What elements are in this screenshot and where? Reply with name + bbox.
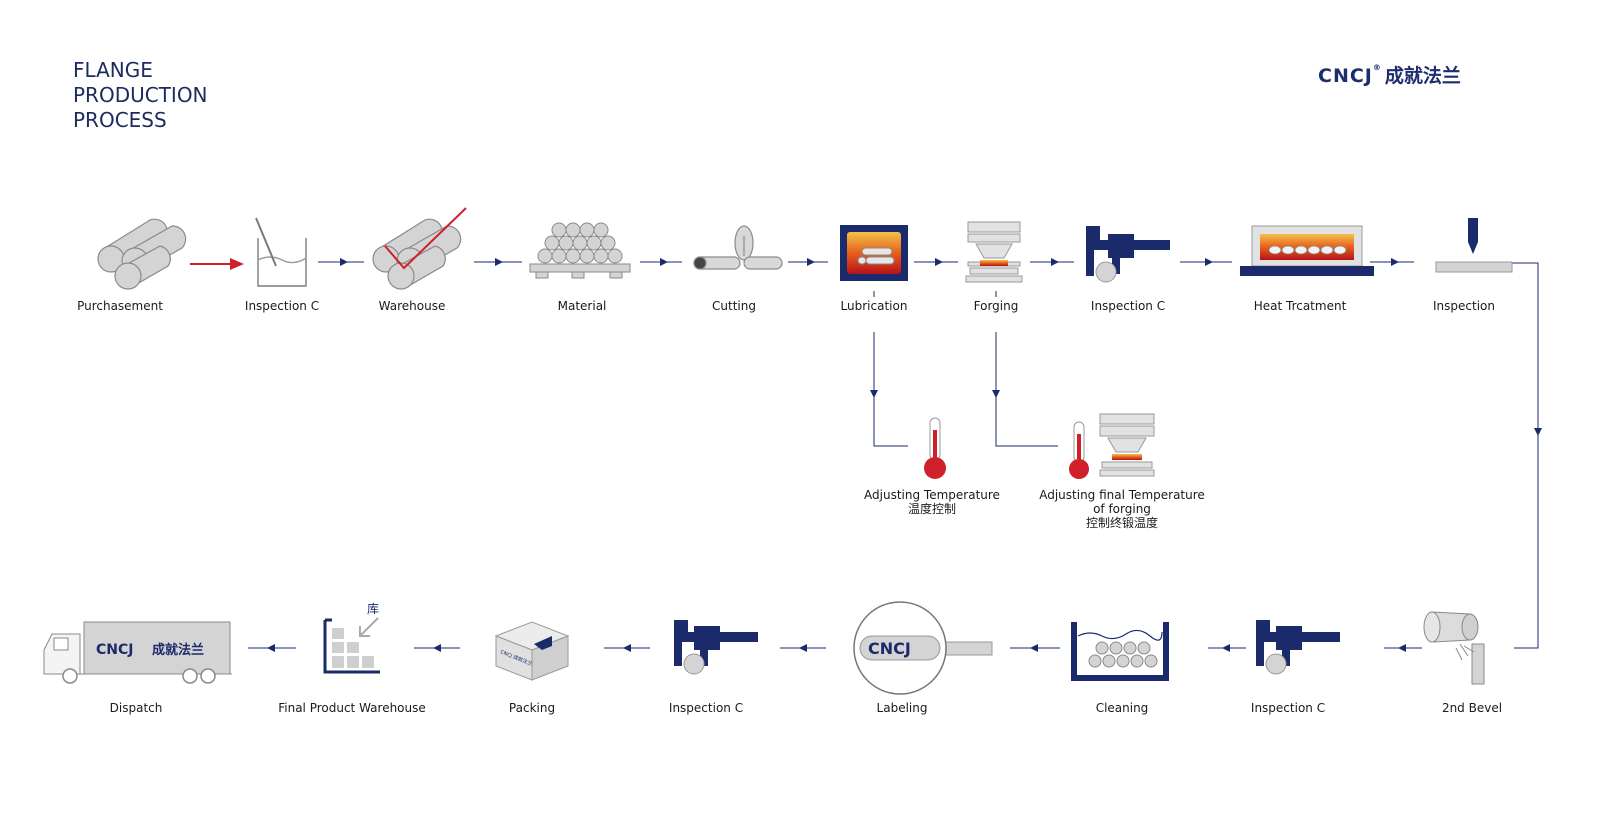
- forging-press-icon: [965, 221, 1023, 283]
- warehouse-grid-icon: 库: [323, 601, 380, 674]
- branch-label-final-temperature: Adjusting final Temperature of forging 控…: [1012, 488, 1232, 530]
- thermometer-icon: [924, 417, 946, 479]
- caliper-icon: [1086, 226, 1170, 283]
- arrow-warehouse-to-dispatch: [248, 644, 296, 652]
- step-label-labeling: Labeling: [876, 701, 928, 715]
- step-label-packing: Packing: [508, 701, 556, 715]
- arrow-cleaning-to-labeling: [1010, 644, 1060, 652]
- step-label-cutting: Cutting: [712, 299, 756, 313]
- beaker-icon: [255, 217, 307, 287]
- labeling-brand: CNCJ: [868, 639, 911, 658]
- saw-icon: [693, 225, 783, 270]
- bottom-row-arrows: [248, 644, 1422, 652]
- step-label-material: Material: [557, 299, 607, 313]
- arrow-labeling-to-inspection: [780, 644, 826, 652]
- truck-icon: CNCJ 成就法兰: [43, 621, 232, 684]
- branch-label-temperature-cn: 温度控制: [907, 502, 956, 516]
- step-label-inspection-c-4: Inspection C: [1250, 701, 1326, 715]
- cleaning-tank-icon: [1071, 622, 1169, 681]
- branch-label-temperature-en: Adjusting Temperature: [864, 488, 1000, 502]
- title-line-2: PRODUCTION: [73, 83, 208, 107]
- box-icon: CNCJ 成就法兰: [494, 621, 570, 681]
- arrow-packing-to-warehouse: [414, 644, 460, 652]
- branch-label-final-temperature-cn: 控制终锻温度: [1085, 516, 1158, 530]
- title-line-3: PROCESS: [73, 108, 167, 132]
- branch-connectors: [870, 291, 1058, 447]
- labeling-icon: CNCJ: [853, 601, 993, 695]
- arrow-cutting-to-lubrication: [788, 258, 828, 266]
- step-label-forging: Forging: [973, 299, 1019, 313]
- logo-chinese: 成就法兰: [1384, 65, 1461, 87]
- step-label-inspection-c-2: Inspection C: [1090, 299, 1166, 313]
- page-title: FLANGE PRODUCTION PROCESS: [73, 58, 208, 133]
- branch-label-temperature: Adjusting Temperature 温度控制: [842, 488, 1022, 516]
- arrow-inspection-to-packing: [604, 644, 650, 652]
- material-stack-icon: [529, 222, 631, 279]
- arrow-heat-to-inspection: [1370, 258, 1414, 266]
- step-label-lubrication: Lubrication: [840, 299, 908, 313]
- step-label-heat-treatment: Heat Trcatment: [1253, 299, 1347, 313]
- thermometer-final-icon: [1069, 421, 1089, 479]
- arrow-warehouse-to-material: [474, 258, 522, 266]
- brand-logo: CNCJ®成就法兰: [1318, 61, 1461, 88]
- logo-mark: ®: [1372, 63, 1382, 72]
- step-label-2nd-bevel: 2nd Bevel: [1441, 701, 1503, 715]
- step-label-cleaning: Cleaning: [1095, 701, 1149, 715]
- arrow-bevel-to-inspection: [1384, 644, 1422, 652]
- caliper-icon-bottom: [674, 620, 758, 675]
- inspection-probe-icon: [1435, 218, 1513, 273]
- truck-brand: CNCJ: [96, 642, 133, 658]
- title-line-1: FLANGE: [73, 58, 153, 82]
- arrow-inspection-to-cleaning: [1208, 644, 1246, 652]
- connector-right: [1512, 262, 1542, 649]
- arrow-inspection-to-warehouse: [318, 258, 364, 266]
- step-label-warehouse: Warehouse: [378, 299, 446, 313]
- step-label-inspection: Inspection: [1433, 299, 1495, 313]
- arrow-purchase-to-inspection: [190, 258, 244, 270]
- bevel-icon: [1423, 611, 1485, 685]
- step-label-inspection-c-3: Inspection C: [668, 701, 744, 715]
- arrow-inspection-to-heat: [1180, 258, 1232, 266]
- branch-label-final-temperature-en: Adjusting final Temperature: [1039, 488, 1205, 502]
- heat-treatment-oven-icon: [1240, 225, 1374, 276]
- arrow-material-to-cutting: [640, 258, 682, 266]
- arrow-forging-to-inspection: [1030, 258, 1074, 266]
- caliper-icon-bottom-right: [1256, 620, 1340, 675]
- forging-press-final-icon: [1099, 413, 1155, 477]
- step-label-dispatch: Dispatch: [109, 701, 163, 715]
- branch-label-final-temperature-en2: of forging: [1093, 502, 1151, 516]
- step-label-inspection-c-1: Inspection C: [244, 299, 320, 313]
- step-label-purchasement: Purchasement: [77, 299, 163, 313]
- arrow-lubrication-to-forging: [914, 258, 958, 266]
- furnace-icon: [840, 225, 908, 281]
- check-icon: [384, 207, 467, 270]
- warehouse-char: 库: [367, 601, 379, 616]
- logo-latin: CNCJ: [1318, 65, 1373, 87]
- truck-brand-cn: 成就法兰: [152, 642, 204, 658]
- step-label-final-product-warehouse: Final Product Warehouse: [278, 701, 426, 715]
- logs-icon: [97, 218, 187, 290]
- warehouse-logs-icon: [372, 218, 462, 290]
- top-row-arrows: [190, 258, 1414, 270]
